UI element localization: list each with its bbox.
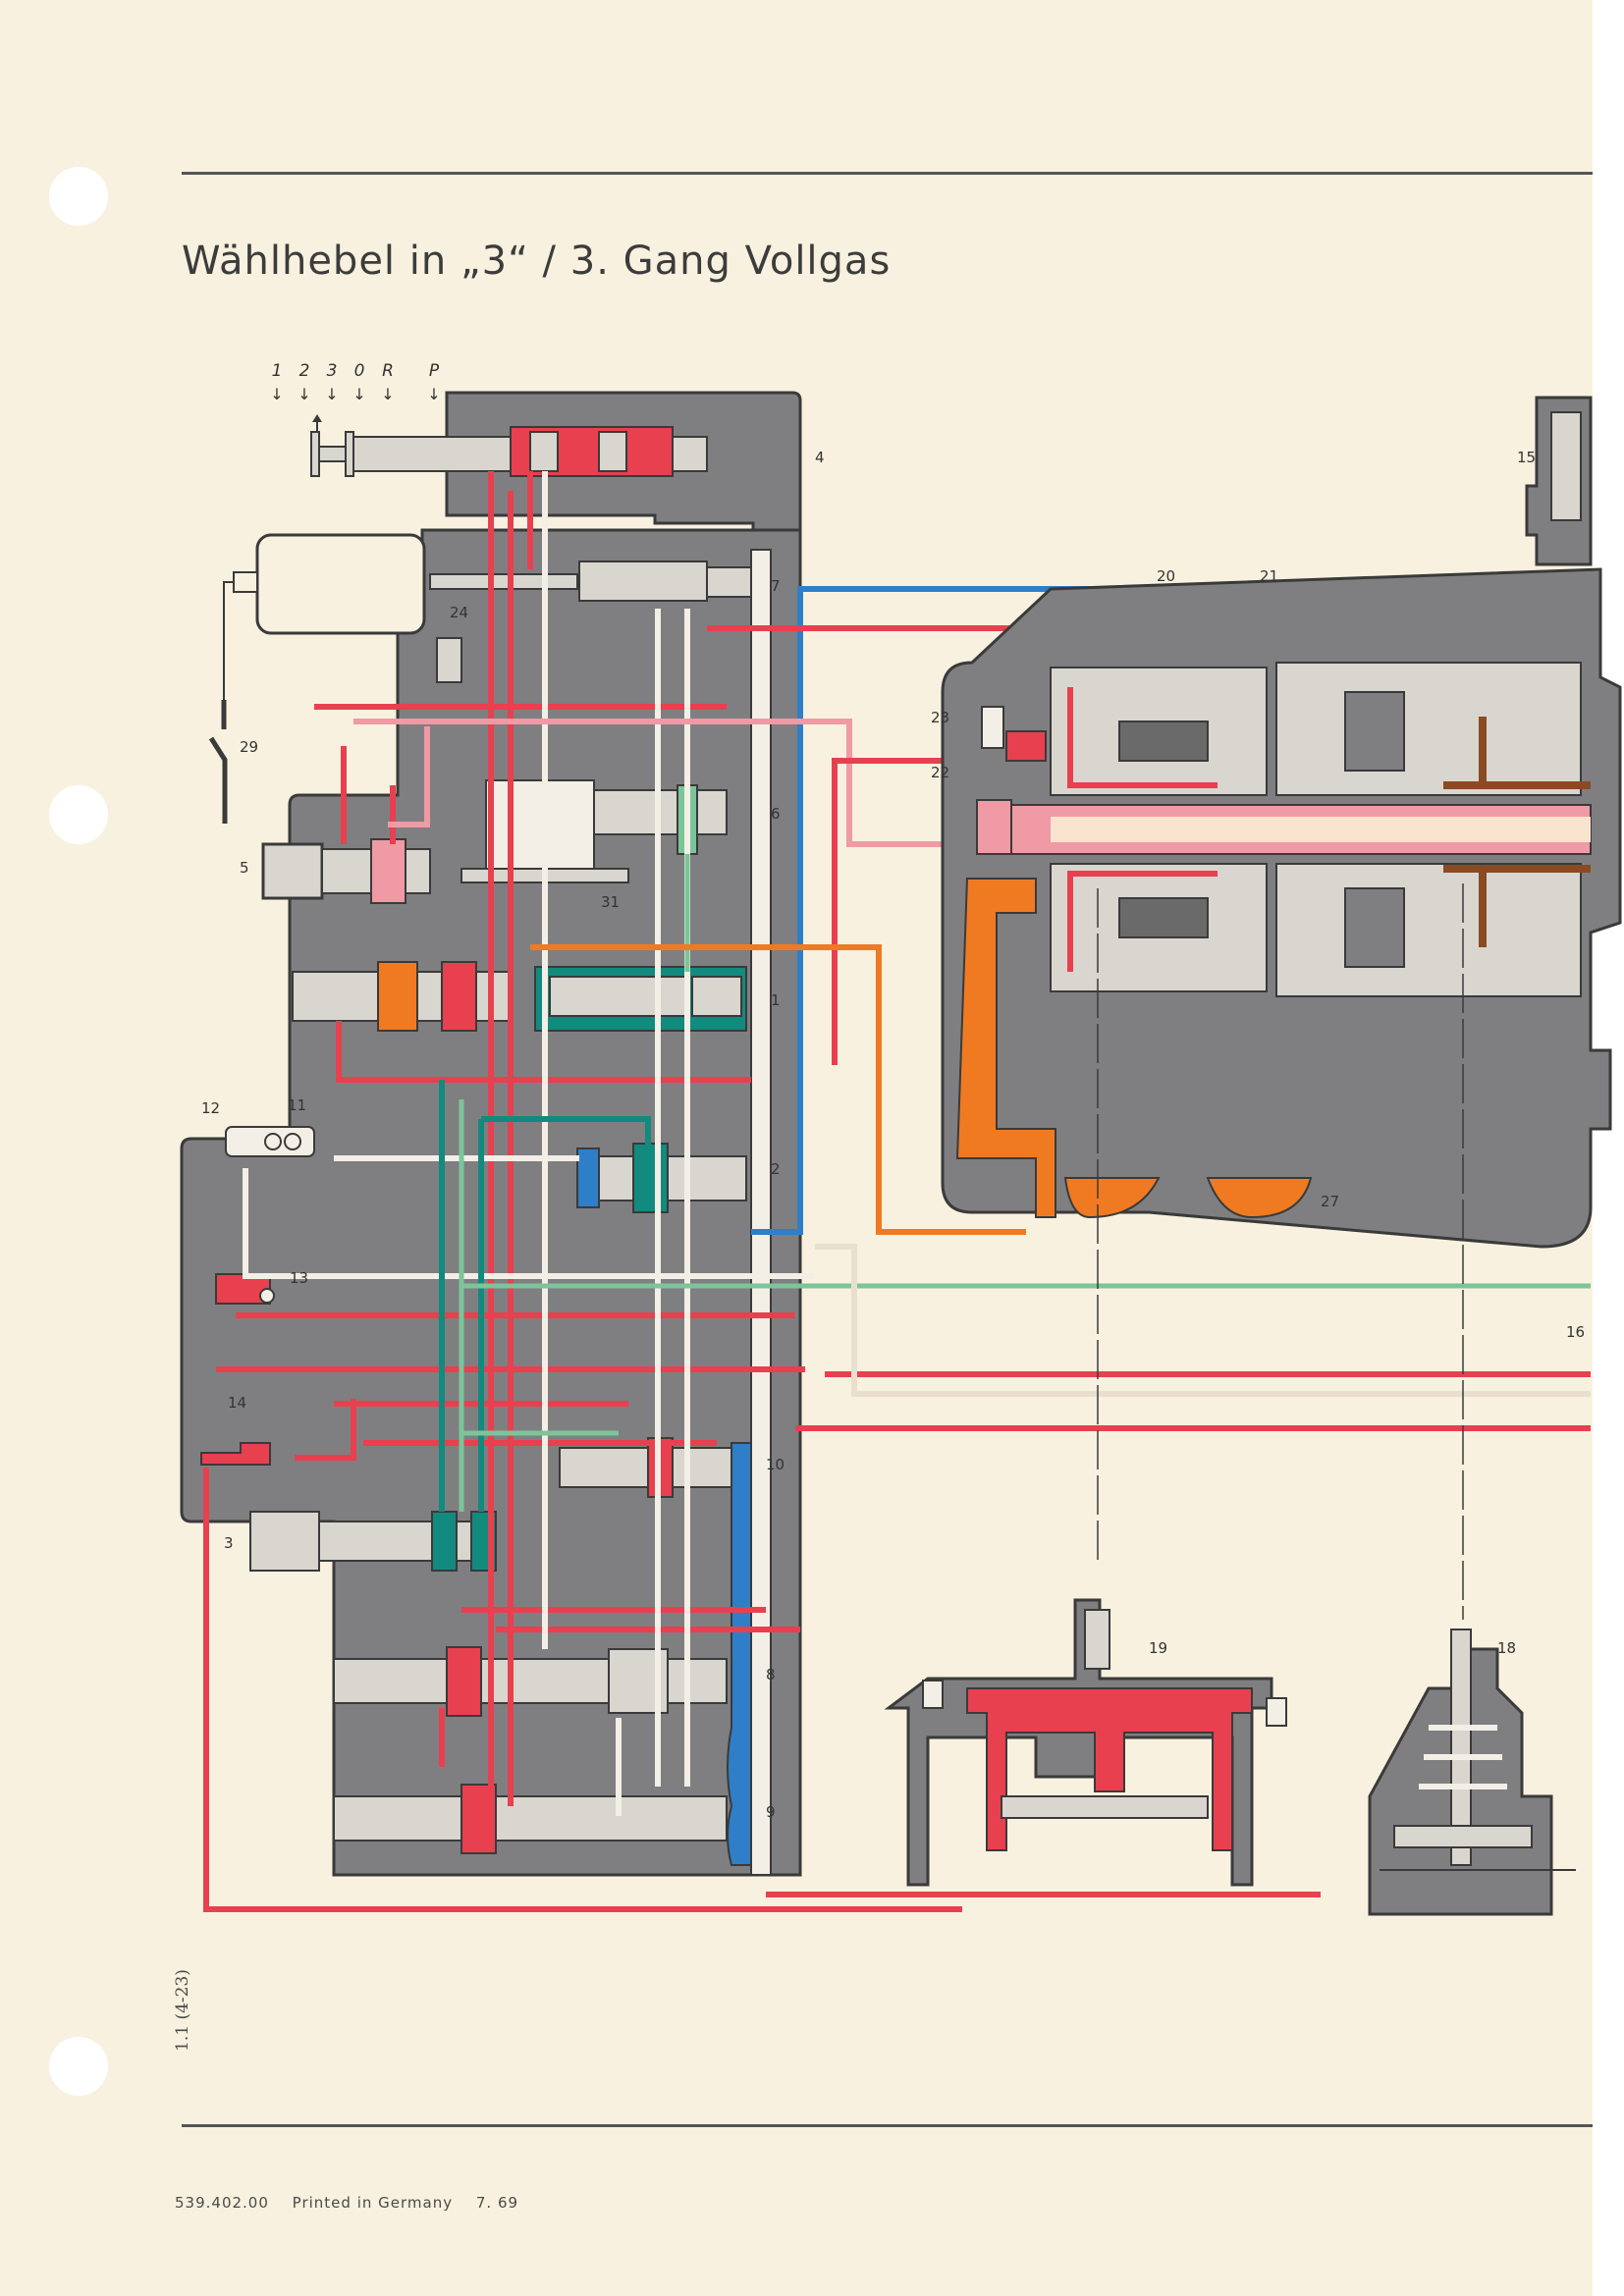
transmission-section xyxy=(941,396,1622,1620)
callout-27: 27 xyxy=(1321,1193,1340,1210)
footer: 539.402.00 Printed in Germany 7. 69 xyxy=(175,2194,536,2212)
printed-note: Printed in Germany xyxy=(292,2194,454,2212)
switch-wire xyxy=(223,581,234,700)
valve-5-spring-housing xyxy=(261,842,324,900)
selector-position-1: 1 xyxy=(271,361,283,381)
accumulator-19 xyxy=(884,1598,1287,1887)
bottom-rule xyxy=(182,2124,1593,2127)
valve-10-spool xyxy=(559,1447,732,1488)
callout-16: 16 xyxy=(1566,1323,1586,1341)
callout-7: 7 xyxy=(771,577,781,595)
arrow-down-icon: ↓ xyxy=(352,385,366,403)
brown-passage xyxy=(1443,717,1591,789)
part-number: 539.402.00 xyxy=(175,2194,269,2212)
callout-31: 31 xyxy=(601,893,621,911)
callout-6: 6 xyxy=(771,805,781,823)
callout-1: 1 xyxy=(771,991,781,1009)
selector-position-0: 0 xyxy=(353,361,365,381)
callout-8: 8 xyxy=(766,1666,776,1683)
arrow-down-icon: ↓ xyxy=(427,385,441,403)
callout-9: 9 xyxy=(766,1803,776,1821)
valve-23 xyxy=(981,706,1004,749)
callout-19: 19 xyxy=(1149,1639,1168,1657)
red-line xyxy=(832,758,992,1065)
check-spring xyxy=(436,637,462,683)
callout-5: 5 xyxy=(240,859,249,877)
arrow-down-icon: ↓ xyxy=(270,385,284,403)
callout-18: 18 xyxy=(1497,1639,1517,1657)
callout-11: 11 xyxy=(288,1096,307,1114)
kickdown-switch xyxy=(208,700,228,824)
callout-13: 13 xyxy=(290,1269,309,1287)
selector-position-3: 3 xyxy=(326,361,338,381)
print-date: 7. 69 xyxy=(475,2194,519,2212)
oil-filter-27 xyxy=(1063,1177,1313,1219)
modulator-rod xyxy=(429,573,578,590)
selector-position-2: 2 xyxy=(298,361,310,381)
callout-12: 12 xyxy=(201,1099,221,1117)
callout-14: 14 xyxy=(228,1394,247,1412)
manual-valve-stem xyxy=(318,446,347,462)
valve-2-spool xyxy=(598,1155,747,1201)
arrow-down-icon: ↓ xyxy=(381,385,395,403)
valve-2-blue-end xyxy=(576,1148,600,1208)
manual-valve-handle xyxy=(345,431,354,477)
valve-22 xyxy=(1005,730,1047,762)
selector-position-r: R xyxy=(382,361,394,381)
callout-22: 22 xyxy=(931,764,950,781)
callout-20: 20 xyxy=(1157,567,1176,585)
manual-valve-handle xyxy=(310,431,320,477)
page-edge xyxy=(1593,0,1624,2296)
valve-3-housing xyxy=(249,1511,320,1572)
page-title: Wählhebel in „3“ / 3. Gang Vollgas xyxy=(182,239,892,284)
pink-line xyxy=(628,719,972,847)
selector-position-p: P xyxy=(428,361,440,381)
callout-29: 29 xyxy=(240,738,259,756)
top-rule xyxy=(182,172,1593,175)
punch-hole xyxy=(49,2037,108,2096)
callout-2: 2 xyxy=(771,1160,781,1178)
brown-passage xyxy=(1443,865,1591,947)
valve-body xyxy=(180,391,1591,1912)
callout-21: 21 xyxy=(1260,567,1279,585)
arrow-down-icon: ↓ xyxy=(298,385,311,403)
punch-hole xyxy=(49,167,108,226)
vacuum-modulator xyxy=(255,533,426,635)
valve-14 xyxy=(200,1442,271,1466)
sheet-code: 1.1 (4-23) xyxy=(173,1969,192,2052)
callout-24: 24 xyxy=(450,604,469,621)
orange-line xyxy=(530,944,1026,1235)
callout-4: 4 xyxy=(815,449,825,466)
valve-7-spool xyxy=(578,561,708,602)
callout-15: 15 xyxy=(1517,449,1537,466)
valve-9-spool xyxy=(333,1795,728,1842)
blue-passage-column xyxy=(727,1442,752,1866)
valve-6-box xyxy=(485,779,595,880)
separator-plate xyxy=(750,549,772,1876)
punch-hole xyxy=(49,785,108,844)
cream-line xyxy=(815,1244,1591,1397)
callout-3: 3 xyxy=(224,1534,234,1552)
callout-10: 10 xyxy=(766,1456,785,1473)
orange-servo-passage xyxy=(955,878,1056,1218)
valve-3-spool xyxy=(318,1521,487,1562)
valve-18 xyxy=(1368,1629,1576,1916)
arrow-down-icon: ↓ xyxy=(325,385,339,403)
callout-23: 23 xyxy=(931,709,950,726)
